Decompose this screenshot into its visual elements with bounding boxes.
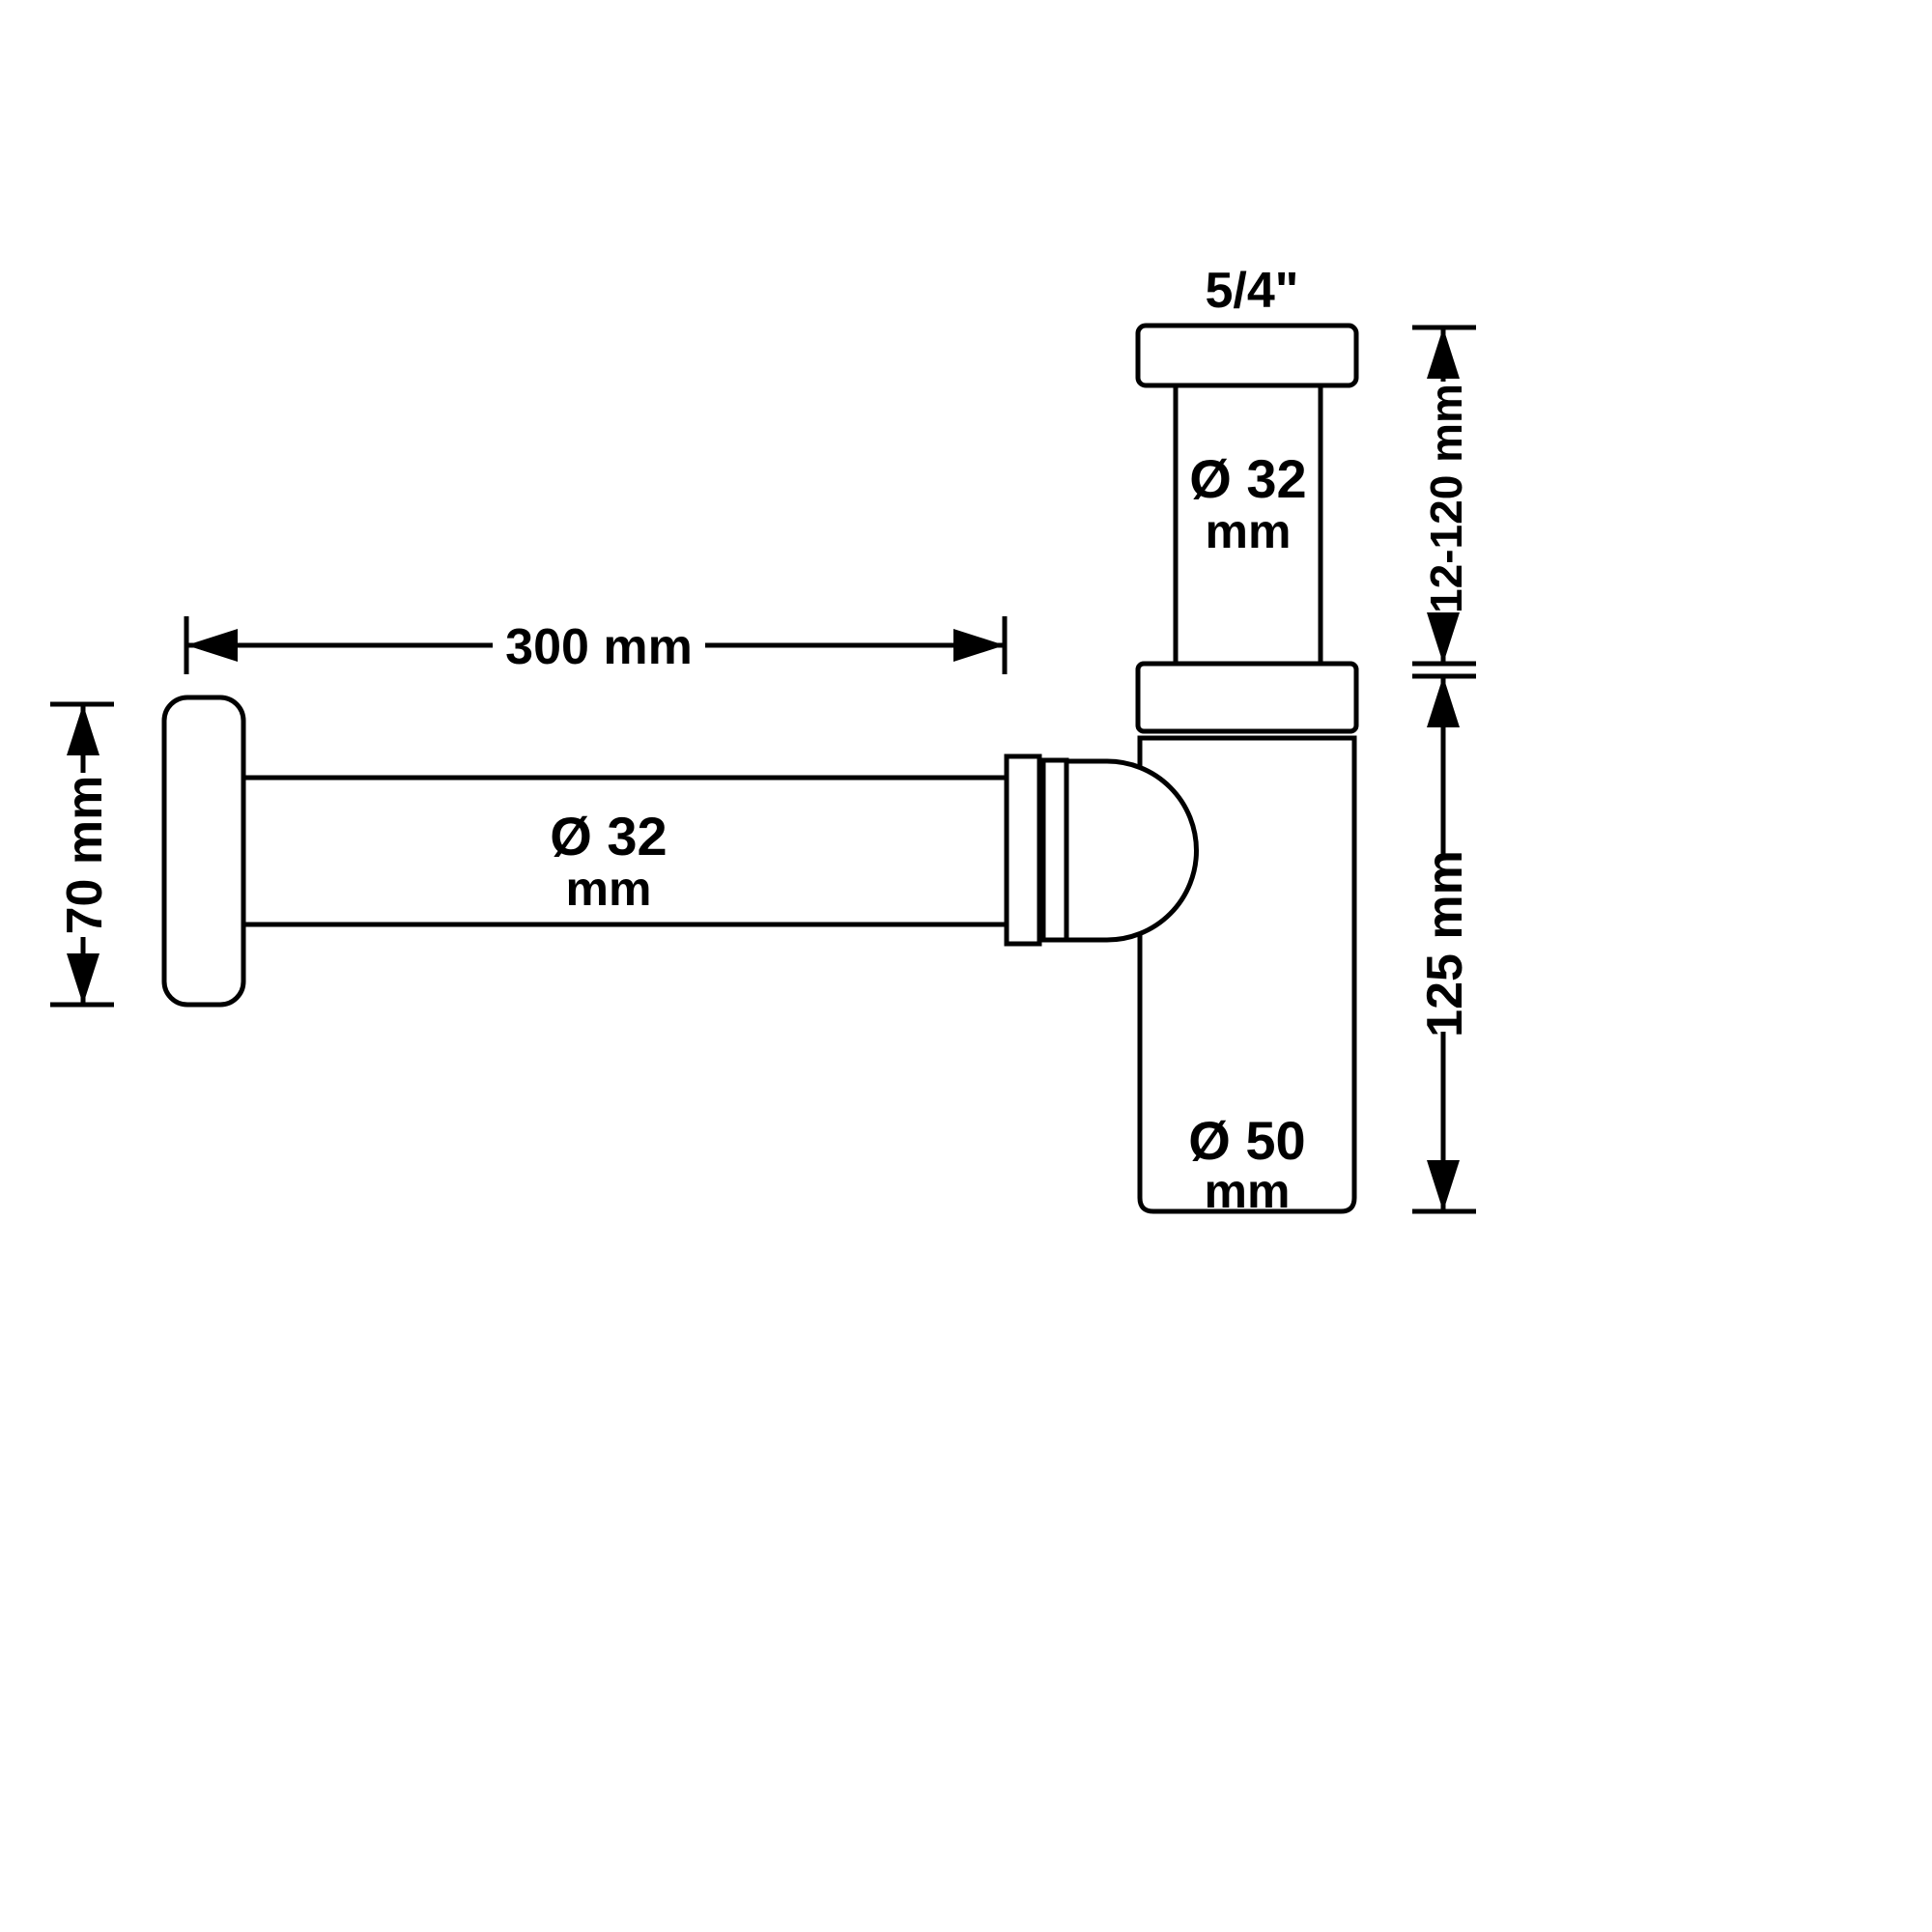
dimension-300mm: 300 mm	[184, 616, 1008, 675]
inlet-diameter-label: Ø 32	[1189, 448, 1306, 509]
trap-assembly	[161, 323, 1359, 1214]
wall-flange	[161, 695, 246, 1008]
top-flange-nut	[1135, 323, 1359, 388]
dim-300-label: 300 mm	[505, 619, 693, 675]
body-collar-nut	[1135, 661, 1359, 734]
dim-12-120-label: 12-120 mm	[1421, 384, 1471, 613]
pipe-diameter-unit: mm	[566, 862, 652, 916]
arrowhead-up	[67, 704, 99, 755]
inlet-elbow	[1064, 758, 1199, 943]
arrowhead-right	[953, 629, 1005, 662]
pipe-diameter-label: Ø 32	[550, 806, 667, 867]
body-diameter-unit: mm	[1205, 1164, 1291, 1218]
dimension-125mm: 125 mm	[1412, 673, 1476, 1214]
thread-size-label: 5/4"	[1206, 263, 1299, 319]
inlet-diameter-unit: mm	[1206, 504, 1292, 558]
dimension-12-120mm: 12-120 mm	[1412, 325, 1476, 667]
arrowhead-down	[1427, 1160, 1460, 1211]
dim-70-label: 70 mm	[57, 776, 113, 935]
part-labels: 5/4" Ø 32 mm Ø 32 mm Ø 50 mm	[550, 263, 1306, 1218]
dim-125-label: 125 mm	[1417, 850, 1473, 1037]
compression-nut-inner	[1040, 757, 1069, 943]
arrowhead-down	[1427, 612, 1460, 664]
arrowhead-left	[186, 629, 238, 662]
dimension-70mm: 70 mm	[50, 701, 114, 1008]
body-diameter-label: Ø 50	[1188, 1110, 1305, 1171]
compression-nut-outer	[1004, 753, 1042, 947]
vertical-inlet-pipe	[1173, 383, 1323, 667]
arrowhead-up	[1427, 676, 1460, 727]
arrowhead-down	[67, 953, 99, 1005]
arrowhead-up	[1427, 327, 1460, 379]
